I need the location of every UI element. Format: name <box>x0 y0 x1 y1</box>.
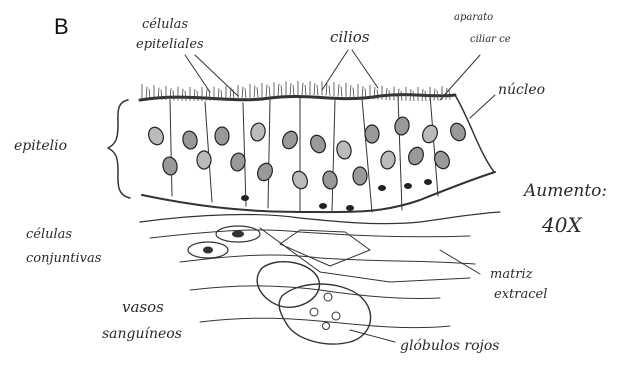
label-epitelio: epitelio <box>14 138 67 154</box>
labels: células epiteliales cilios aparato cilia… <box>14 12 607 354</box>
epithelium-layer <box>140 81 495 212</box>
label-vasos-2: sanguíneos <box>102 326 182 342</box>
label-celulas-conjuntivas-2: conjuntivas <box>26 251 102 266</box>
epithelium-brace <box>108 100 130 198</box>
label-vasos-1: vasos <box>122 298 164 316</box>
label-cilios: cilios <box>330 28 370 46</box>
label-aparato-ciliar-2: ciliar ce <box>470 34 511 45</box>
connective-tissue <box>140 212 500 328</box>
label-celulas-epiteliales-1: células <box>142 17 188 32</box>
label-aumento-2: 40X <box>541 213 582 237</box>
label-aumento-1: Aumento: <box>522 181 607 201</box>
label-globulos: glóbulos rojos <box>400 338 499 354</box>
leader-lines <box>185 50 495 342</box>
label-celulas-epiteliales-2: epiteliales <box>136 37 204 52</box>
label-matriz-1: matriz <box>490 267 533 282</box>
label-celulas-conjuntivas-1: células <box>26 227 72 242</box>
blood-vessels <box>257 262 370 344</box>
nuclei <box>146 116 468 211</box>
label-nucleo: núcleo <box>498 82 545 98</box>
label-matriz-2: extracel <box>494 287 547 302</box>
label-aparato-ciliar-1: aparato <box>454 12 493 23</box>
